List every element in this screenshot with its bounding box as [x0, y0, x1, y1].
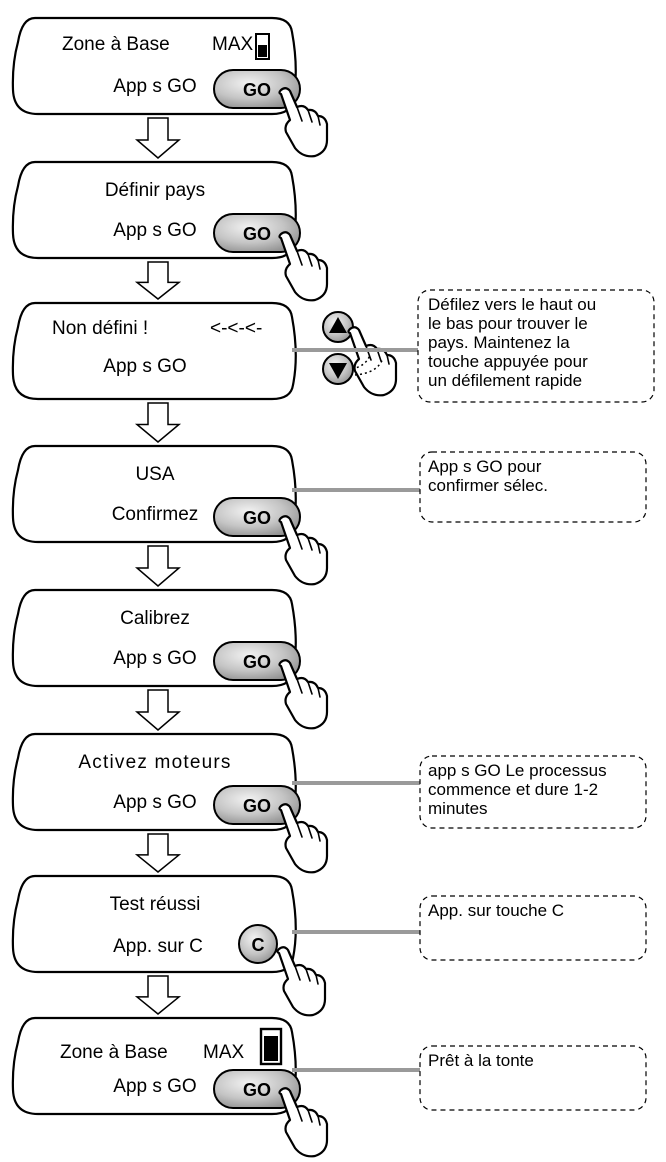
go-button-label: GO: [243, 80, 271, 100]
finger-crease-icon: [294, 965, 319, 985]
lcd-screen: [11, 301, 297, 401]
lcd-line-1: Zone à Base: [60, 1042, 168, 1063]
note-line: un défilement rapide: [428, 371, 582, 390]
down-arrow-icon: [134, 689, 182, 731]
battery-icon: [255, 33, 270, 60]
go-button-icon[interactable]: GO: [213, 69, 301, 109]
step-4: USA Confirmez GO: [11, 444, 329, 586]
c-button-label: C: [252, 935, 265, 955]
note-line: commence et dure 1-2: [428, 780, 598, 799]
finger-crease-icon: [296, 822, 321, 842]
finger-crease-icon: [296, 1106, 321, 1126]
step-3: Non défini ! <-<-<- App s GO: [11, 301, 398, 401]
finger-crease-icon: [296, 678, 321, 698]
lcd-line-1-right: MAX: [212, 34, 254, 55]
battery-icon: [259, 1027, 283, 1066]
down-arrow-icon: [134, 117, 182, 159]
lcd-line-1: Activez moteurs: [78, 752, 231, 773]
motion-dots: [351, 354, 371, 370]
note-line: Défilez vers le haut ou: [428, 295, 596, 314]
note-box: [419, 895, 647, 961]
note-line: minutes: [428, 799, 488, 818]
note-line: app s GO Le processus: [428, 761, 607, 780]
note-4: App. sur touche C: [292, 895, 647, 961]
note-5: Prêt à la tonte: [292, 1045, 647, 1111]
lcd-line-2: App s GO: [113, 792, 196, 813]
go-button-icon[interactable]: GO: [213, 497, 301, 537]
down-arrow-icon: [134, 975, 182, 1015]
note-line: App s GO pour: [428, 457, 542, 476]
go-button-label: GO: [243, 796, 271, 816]
note-line: Prêt à la tonte: [428, 1051, 534, 1070]
lcd-line-2: Confirmez: [112, 504, 199, 525]
down-arrow-icon: [134, 545, 182, 587]
go-button-icon[interactable]: GO: [213, 641, 301, 681]
note-line: confirmer sélec.: [428, 476, 548, 495]
note-box: [419, 755, 647, 829]
go-button-icon[interactable]: GO: [213, 785, 301, 825]
lcd-line-1-right: MAX: [203, 1042, 245, 1063]
lcd-line-2: App s GO: [113, 220, 196, 241]
go-button-label: GO: [243, 224, 271, 244]
finger-crease-icon: [296, 250, 321, 270]
lcd-line-1: Définir pays: [105, 180, 205, 201]
lcd-line-1-right: <-<-<-: [210, 318, 262, 339]
lcd-line-1: USA: [135, 464, 174, 485]
lcd-screen: [11, 874, 297, 974]
lcd-line-2: App. sur C: [113, 936, 203, 957]
lcd-line-2: App s GO: [113, 1076, 196, 1097]
note-line: le bas pour trouver le: [428, 314, 588, 333]
go-button-icon[interactable]: GO: [213, 1069, 301, 1109]
step-8: Zone à Base MAX App s GO GO: [11, 1016, 329, 1158]
note-line: pays. Maintenez la: [428, 333, 570, 352]
note-line: touche appuyée pour: [428, 352, 588, 371]
lcd-line-2: App s GO: [113, 648, 196, 669]
finger-crease-icon: [296, 106, 321, 126]
c-button-icon[interactable]: C: [238, 924, 278, 964]
down-arrow-icon: [134, 402, 182, 443]
lcd-line-2: App s GO: [113, 76, 196, 97]
lcd-line-2: App s GO: [103, 356, 186, 377]
up-arrow-button-icon[interactable]: [322, 311, 354, 343]
note-line: App. sur touche C: [428, 901, 564, 920]
down-arrow-button-icon[interactable]: [322, 353, 354, 385]
note-box: [417, 289, 655, 403]
note-box: [419, 1045, 647, 1111]
lcd-line-1: Test réussi: [110, 894, 201, 915]
go-button-icon[interactable]: GO: [213, 213, 301, 253]
lcd-line-1: Calibrez: [120, 608, 190, 629]
finger-crease-icon: [296, 534, 321, 554]
down-arrow-icon: [134, 833, 182, 873]
lcd-line-1: Non défini !: [52, 318, 148, 339]
go-button-label: GO: [243, 1080, 271, 1100]
down-arrow-icon: [134, 261, 182, 300]
go-button-label: GO: [243, 652, 271, 672]
step-1: Zone à Base MAX App s GO GO: [11, 16, 329, 158]
note-box: [419, 451, 647, 523]
go-button-label: GO: [243, 508, 271, 528]
lcd-line-1: Zone à Base: [62, 34, 170, 55]
